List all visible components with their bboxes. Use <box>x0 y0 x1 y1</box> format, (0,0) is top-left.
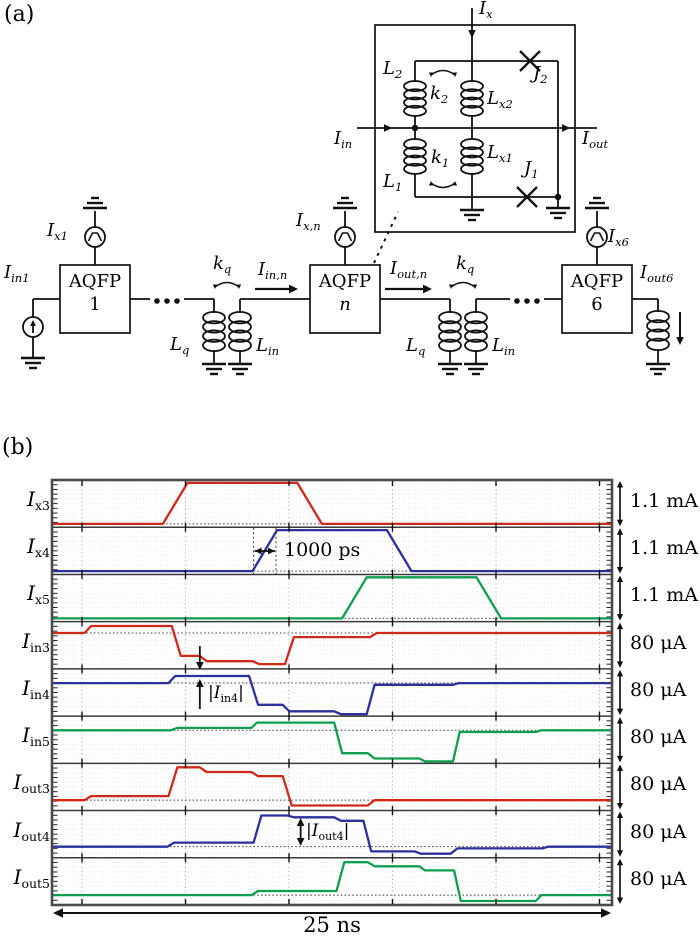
label-lx1: Lx1 <box>487 142 513 165</box>
scale-label-Ix3: 1.1 mA <box>630 490 698 512</box>
trace-Ix5 <box>52 576 612 620</box>
label-ix6: Ix6 <box>608 226 629 249</box>
label-lin-left: Lin <box>256 335 280 358</box>
trace-Iin4 <box>52 674 612 716</box>
scale-label-Iout5: 80 μA <box>630 867 687 890</box>
label-lx2: Lx2 <box>487 88 513 111</box>
aqfp1-name: AQFP <box>68 271 122 292</box>
scale-label-Ix4: 1.1 mA <box>630 537 698 560</box>
panel-b-label: (b) <box>2 435 34 460</box>
label-iin: Iin <box>334 128 353 151</box>
aqfp1-index: 1 <box>89 294 101 315</box>
trace-Ix3 <box>52 481 612 526</box>
panel-a-label: (a) <box>4 2 35 27</box>
scale-label-Iin3: 80 μA <box>630 631 687 654</box>
label-lq-left: Lq <box>170 334 190 357</box>
label-iout-n: Iout,n <box>390 258 428 281</box>
label-kq-right: kq <box>456 253 475 276</box>
row-label-Iin5: Iin5 <box>22 723 50 750</box>
row-label-Ix3: Ix3 <box>27 487 50 513</box>
label-k1: k1 <box>431 147 450 170</box>
rise-time-label: 1000 ps <box>284 539 361 561</box>
iout4-magnitude-label: |Iout4| <box>306 821 350 843</box>
label-j1: J1 <box>524 158 539 181</box>
trace-Iout3 <box>52 766 612 807</box>
label-k2: k2 <box>430 83 449 106</box>
aqfpn-index: n <box>339 294 351 315</box>
trace-Iin5 <box>52 721 612 763</box>
label-lq-right: Lq <box>406 335 426 358</box>
scale-label-Iout4: 80 μA <box>630 820 687 843</box>
label-ix: Ix <box>479 0 493 21</box>
scale-label-Iin5: 80 μA <box>630 726 687 749</box>
scale-label-Iout3: 80 μA <box>630 773 687 796</box>
row-label-Iin3: Iin3 <box>22 628 50 655</box>
row-label-Ix5: Ix5 <box>27 581 50 608</box>
label-iout: Iout <box>582 128 609 151</box>
label-ix-n: Ix,n <box>296 210 321 233</box>
label-iin1: Iin1 <box>4 262 30 285</box>
row-label-Iout5: Iout5 <box>13 864 50 891</box>
scale-label-Ix5: 1.1 mA <box>630 584 698 607</box>
label-l2: L2 <box>383 58 403 81</box>
row-label-Iout4: Iout4 <box>13 817 50 844</box>
scale-label-Iin4: 80 μA <box>630 678 687 701</box>
label-kq-left: kq <box>213 253 232 276</box>
aqfp6-index: 6 <box>591 294 603 315</box>
row-label-Iout3: Iout3 <box>13 770 50 797</box>
trace-Ix4 <box>52 528 612 573</box>
trace-Iout4 <box>52 814 612 855</box>
time-span-label: 25 ns <box>303 913 361 937</box>
label-iout6: Iout6 <box>640 262 674 285</box>
label-lin-right: Lin <box>492 335 516 358</box>
iin4-magnitude-label: |Iin4| <box>208 683 244 705</box>
trace-Iin3 <box>52 624 612 666</box>
row-label-Iin4: Iin4 <box>22 675 50 702</box>
row-label-Ix4: Ix4 <box>27 534 50 561</box>
trace-Iout5 <box>52 861 612 903</box>
aqfpn-name: AQFP <box>318 271 372 292</box>
label-iin-n: Iin,n <box>258 259 288 282</box>
aqfp6-name: AQFP <box>570 271 624 292</box>
label-ix1: Ix1 <box>47 220 68 243</box>
label-l1: L1 <box>383 171 403 194</box>
label-j2: J2 <box>533 63 548 86</box>
